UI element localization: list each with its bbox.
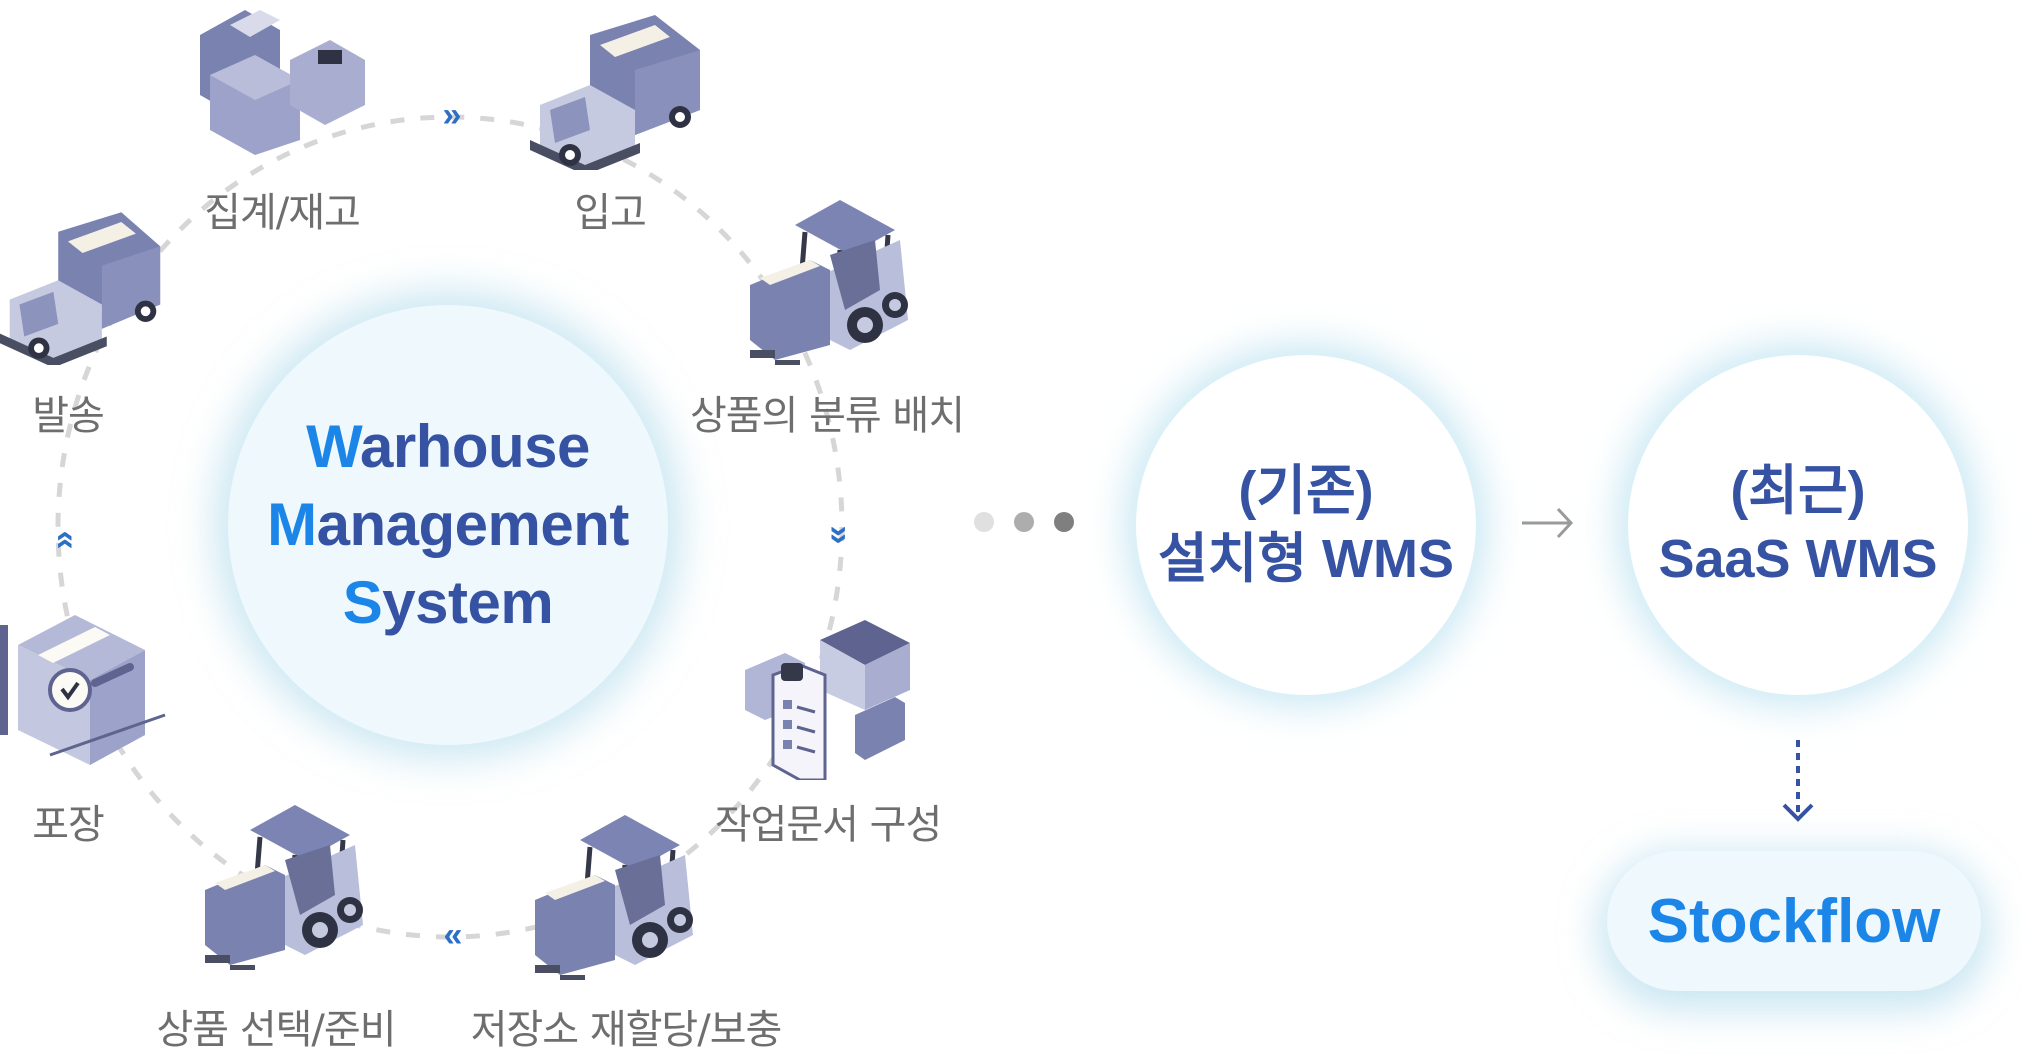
progress-dot xyxy=(1054,512,1074,532)
package-box-icon xyxy=(0,615,166,765)
progress-dot xyxy=(1014,512,1034,532)
saas-wms-bubble: (최근) SaaS WMS xyxy=(1628,355,1968,695)
wms-center-bubble: Warhouse Management System xyxy=(228,305,668,745)
initial-m: M xyxy=(267,491,317,558)
chevron-left-icon: « xyxy=(443,916,463,954)
step-label-work-docs: 작업문서 구성 xyxy=(714,802,943,848)
clipboard-boxes-icon xyxy=(745,620,910,780)
wms-line-management: Management xyxy=(267,486,629,564)
step-label-picking: 상품 선택/준비 xyxy=(156,1007,397,1053)
wms-line-system: System xyxy=(342,564,554,642)
delivery-truck-icon xyxy=(0,212,161,365)
chevron-up-icon: » xyxy=(44,530,82,550)
step-label-storage-replenish: 저장소 재할당/보충 xyxy=(470,1007,783,1053)
initial-w: W xyxy=(306,413,360,480)
forklift-icon xyxy=(535,815,693,980)
arrow-right-icon xyxy=(1522,507,1574,539)
step-label-inventory: 집계/재고 xyxy=(204,190,361,236)
legacy-wms-tag: (기존) xyxy=(1238,461,1374,521)
step-label-packing: 포장 xyxy=(32,802,105,848)
progress-dot xyxy=(974,512,994,532)
saas-wms-tag: (최근) xyxy=(1730,461,1866,521)
arrow-down-icon xyxy=(1782,740,1814,822)
forklift-icon xyxy=(750,200,908,365)
step-label-sort-placement: 상품의 분류 배치 xyxy=(689,393,965,439)
stockflow-label: Stockflow xyxy=(1647,886,1941,956)
delivery-truck-icon xyxy=(530,15,700,170)
chevron-down-icon: » xyxy=(821,525,859,545)
stockflow-badge: Stockflow xyxy=(1607,851,1981,991)
legacy-wms-title: 설치형 WMS xyxy=(1157,529,1454,589)
word-rest: arhouse xyxy=(359,413,590,480)
inventory-boxes-icon xyxy=(200,10,365,155)
word-rest: anagement xyxy=(316,491,630,558)
chevron-right-icon: » xyxy=(442,96,462,134)
wms-line-warehouse: Warhouse xyxy=(306,408,590,486)
initial-s: S xyxy=(342,569,383,636)
forklift-icon xyxy=(205,805,363,970)
step-label-shipping: 발송 xyxy=(32,393,105,439)
legacy-wms-bubble: (기존) 설치형 WMS xyxy=(1136,355,1476,695)
step-label-inbound: 입고 xyxy=(574,190,647,236)
saas-wms-title: SaaS WMS xyxy=(1658,529,1938,589)
word-rest: ystem xyxy=(382,569,554,636)
